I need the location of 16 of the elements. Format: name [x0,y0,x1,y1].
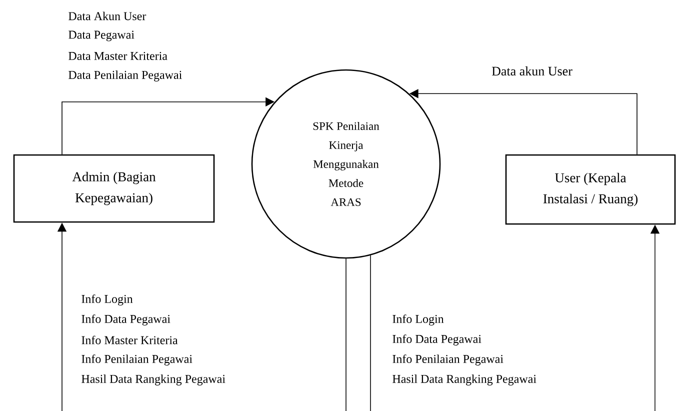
flow-label: Info Login [82,294,133,306]
flow-label: Info Data Pegawai [82,314,170,326]
entity-box: User (Kepala Instalasi / Ruang) [505,154,676,225]
entity-box: Admin (Bagian Kepegawaian) [13,154,215,223]
flow-label: Info Data Pegawai [392,334,482,346]
flow-label: Hasil Data Rangking Pegawai [392,374,536,386]
flow-label: Hasil Data Rangking Pegawai [82,374,226,386]
flow-label: Info Master Kriteria [82,336,178,344]
flow-label: Info Penilaian Pegawai [392,354,504,366]
flow-label: Info Penilaian Pegawai [82,354,192,366]
flow-label: Info Login [392,314,444,326]
flow-label: Data Pegawai [68,30,134,42]
edge-label: Data akun User [490,65,574,77]
flow-label: Data Akun User [68,12,146,20]
flow-label: Data Master Kriteria [68,52,168,60]
flow-label: Data Penilaian Pegawai [68,70,182,82]
